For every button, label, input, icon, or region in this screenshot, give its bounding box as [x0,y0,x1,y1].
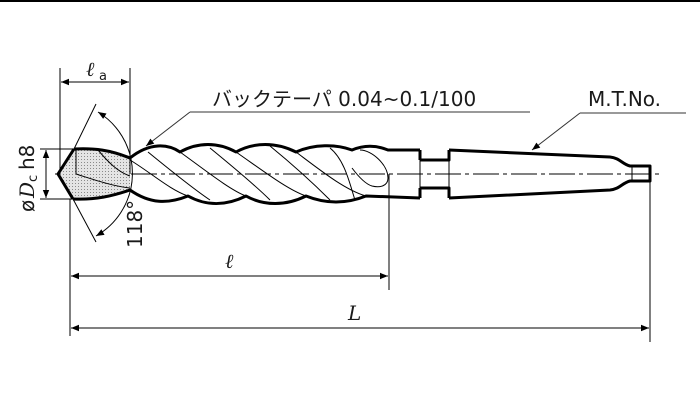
back-taper-note: バックテーパ 0.04~0.1/100 [145,87,530,147]
flute-length-dimension: ℓ [69,174,390,336]
point-angle-dimension: 118° [72,103,147,248]
drill-point [56,148,131,200]
drill-flutes [72,143,422,205]
flute-length-label: ℓ [225,249,234,273]
point-angle-label: 118° [123,200,147,248]
morse-taper-label: M.T.No. [588,87,661,111]
back-taper-label: バックテーパ 0.04~0.1/100 [212,87,476,111]
diameter-symbol: ø [15,200,39,212]
diameter-tolerance: h8 [15,145,39,170]
dc-dimension: ø D c h8 [15,145,74,212]
la-subscript: a [99,69,107,84]
overall-length-dimension: L [71,181,651,342]
overall-length-label: L [347,301,361,325]
diameter-label: D [15,182,39,199]
taper-shank [448,148,652,200]
morse-taper-note: M.T.No. [531,87,686,151]
diameter-subscript: c [26,175,41,182]
la-label: ℓ [86,57,95,81]
